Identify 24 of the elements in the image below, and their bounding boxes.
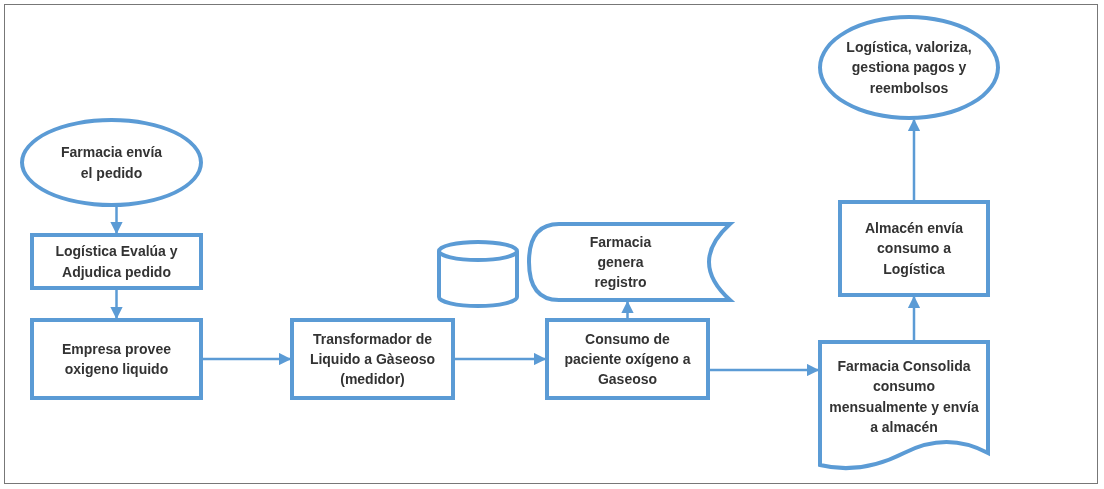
node-label: Farmacia Consolida consumo mensualmente y envía a almacén xyxy=(828,356,980,437)
stored-data-shape xyxy=(527,222,732,302)
process-box xyxy=(30,233,203,290)
process-box xyxy=(290,318,455,400)
arrow xyxy=(710,363,820,377)
node-label: Consumo de paciente oxígeno a Gaseoso xyxy=(563,329,692,390)
node-label: Transformador de Liquido a Gàseoso (medidor) xyxy=(308,329,437,390)
arrow xyxy=(907,118,921,200)
node-label: Almacén envía consumo a Logística xyxy=(863,219,965,279)
arrow xyxy=(907,295,921,340)
node-label: Farmacia envía el pedido xyxy=(59,143,164,183)
process-box xyxy=(545,318,710,400)
process-box xyxy=(30,318,203,400)
database-cylinder xyxy=(437,240,519,308)
node-label: Farmacia genera registro xyxy=(588,232,653,293)
node-label: Empresa provee oxigeno liquido xyxy=(61,339,172,379)
node-label: Logística Evalúa y Adjudica pedido xyxy=(54,242,179,282)
process-box xyxy=(838,200,990,297)
node-label: Logística, valoriza, gestiona pagos y reembolsos xyxy=(845,38,973,98)
arrow xyxy=(110,290,123,320)
arrow xyxy=(621,300,634,318)
arrow xyxy=(203,352,292,366)
arrow xyxy=(455,352,547,366)
arrow xyxy=(110,207,123,235)
